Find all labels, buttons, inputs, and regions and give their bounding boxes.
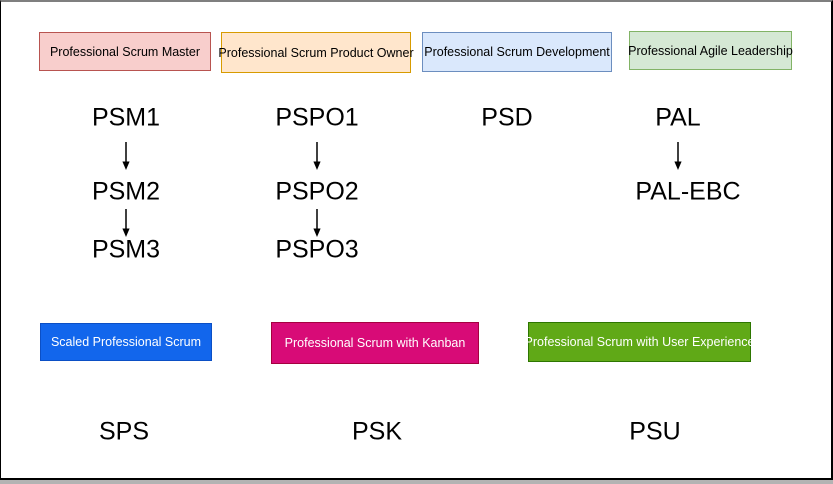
- specialty-header-psu: Professional Scrum with User Experience: [525, 322, 754, 362]
- arrow-down-icon: [122, 209, 130, 237]
- arrow-down-icon: [674, 142, 682, 170]
- track-header-pspo: Professional Scrum Product Owner: [218, 32, 414, 73]
- cert-label-psd: PSD: [481, 103, 533, 132]
- specialty-header-sps: Scaled Professional Scrum: [40, 323, 212, 361]
- arrow-down-icon: [313, 142, 321, 170]
- cert-label-pal-ebc: PAL-EBC: [635, 177, 741, 206]
- cert-label-pal: PAL: [655, 103, 701, 132]
- cert-label-sps: SPS: [98, 417, 150, 446]
- specialty-header-psk: Professional Scrum with Kanban: [271, 322, 479, 364]
- cert-label-psm1: PSM1: [91, 103, 161, 132]
- cert-label-psu: PSU: [629, 417, 681, 446]
- track-header-psm: Professional Scrum Master: [39, 32, 211, 71]
- cert-label-psk: PSK: [351, 417, 403, 446]
- cert-label-psm3: PSM3: [91, 235, 161, 264]
- cert-label-pspo3: PSPO3: [275, 235, 359, 264]
- cert-label-psm2: PSM2: [91, 177, 161, 206]
- track-header-psd: Professional Scrum Development: [422, 32, 612, 72]
- arrow-down-icon: [122, 142, 130, 170]
- track-header-pal: Professional Agile Leadership: [628, 31, 793, 70]
- arrow-down-icon: [313, 209, 321, 237]
- cert-label-pspo2: PSPO2: [275, 177, 359, 206]
- cert-label-pspo1: PSPO1: [275, 103, 359, 132]
